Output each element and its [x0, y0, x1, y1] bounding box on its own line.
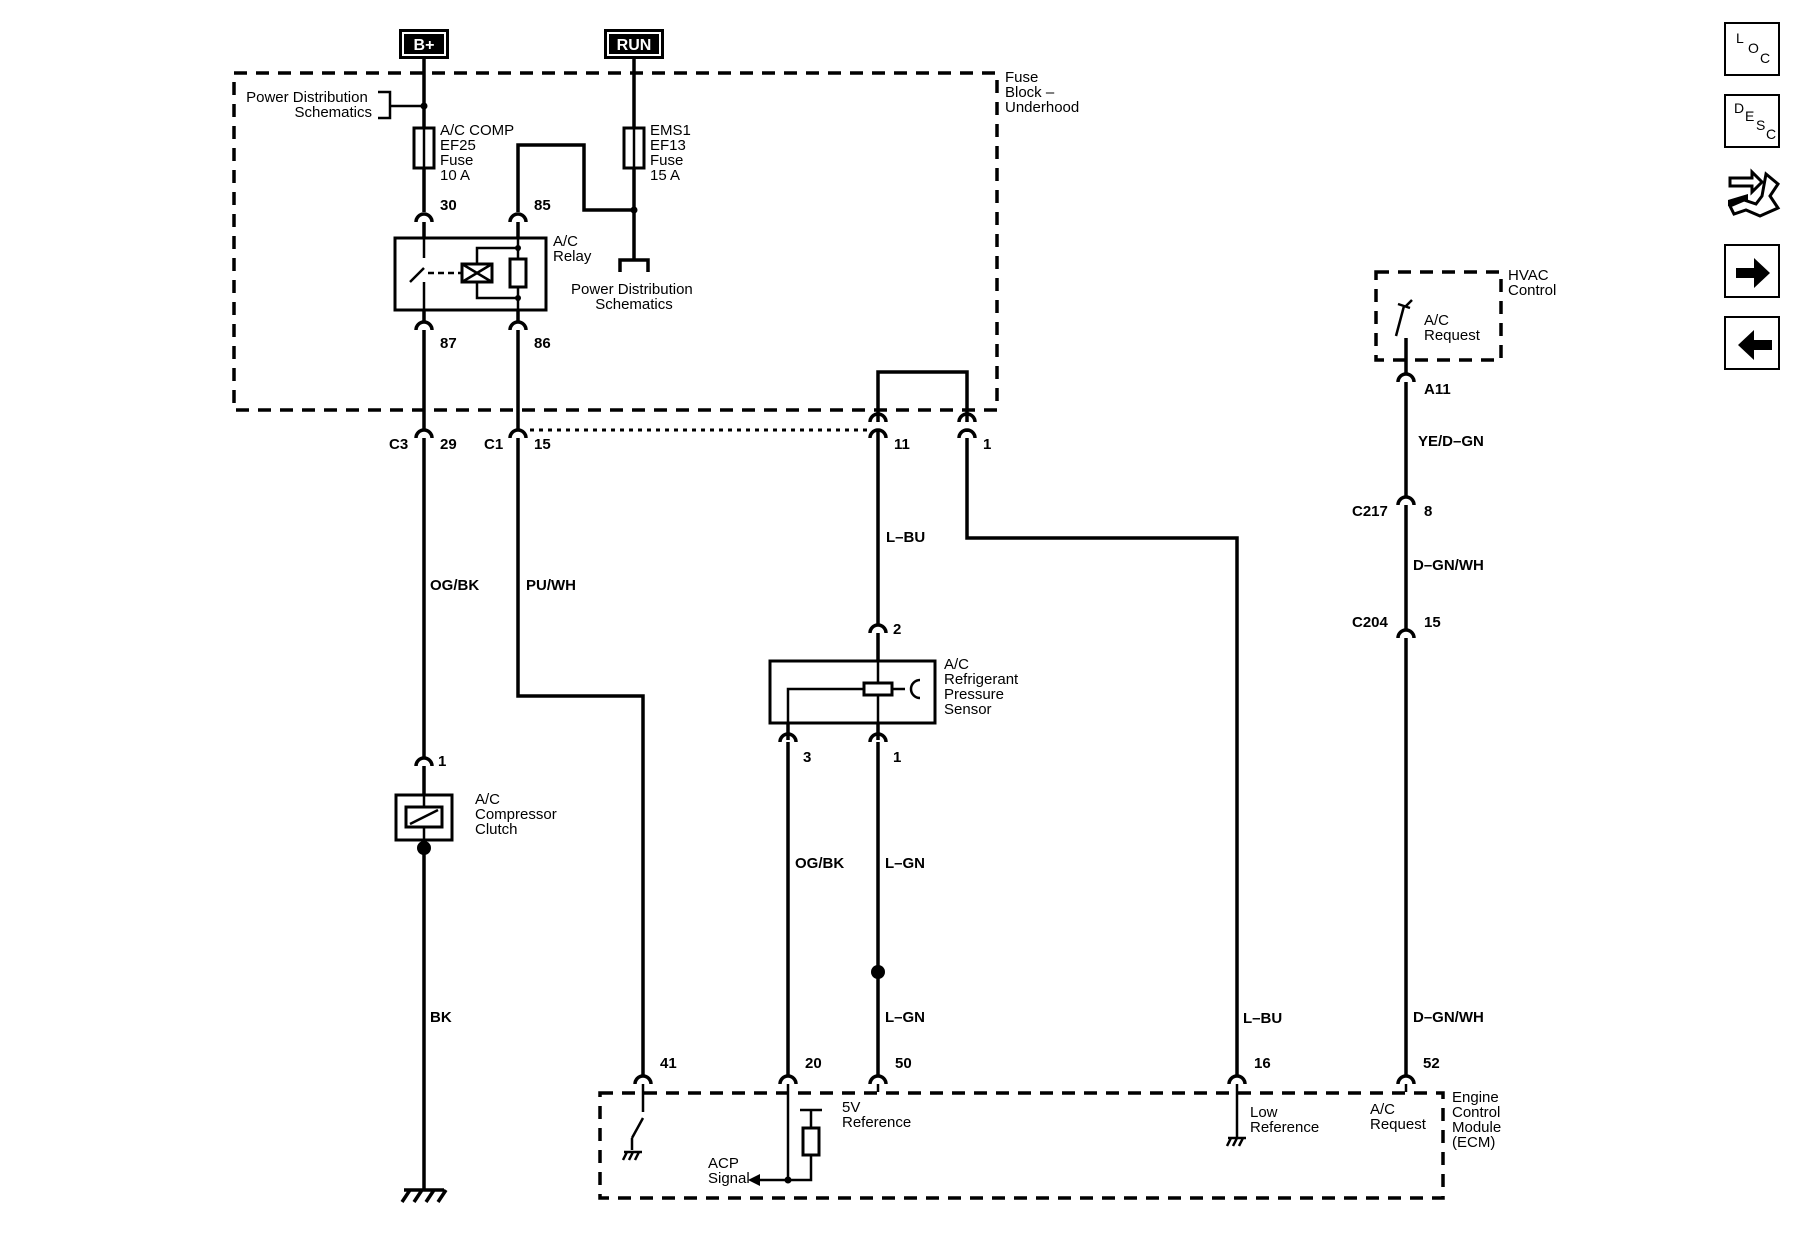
ecm-pin-16-label: 16: [1254, 1055, 1271, 1072]
previous-page-button[interactable]: [1724, 316, 1780, 370]
wire-ogbk-2: OG/BK: [795, 855, 844, 872]
c217-label: C217: [1352, 503, 1388, 520]
c204-pin-label: 15: [1424, 614, 1441, 631]
connector-tools-button[interactable]: [1722, 166, 1784, 224]
c217-pin-label: 8: [1424, 503, 1432, 520]
hvac-control-outline: [1374, 270, 1503, 362]
ecm-low-reference-label: Low Reference: [1250, 1104, 1319, 1136]
c1-pin-label: 15: [534, 436, 551, 453]
relay-pin-86: [508, 320, 528, 331]
desc-letter-c: C: [1766, 126, 1777, 142]
ecm-label: Engine Control Module (ECM): [1452, 1089, 1505, 1151]
description-view-button[interactable]: D E S C: [1724, 94, 1780, 148]
sensor-pin-3-label: 3: [803, 749, 811, 766]
next-page-button[interactable]: [1724, 244, 1780, 298]
hvac-control-label: HVAC Control: [1508, 267, 1556, 299]
relay-pin-87: [414, 320, 434, 331]
relay-pin-85-label: 85: [534, 197, 551, 214]
loc-letter-o: O: [1748, 40, 1759, 56]
ecm-outline: [598, 1091, 1445, 1200]
relay-pin-87-label: 87: [440, 335, 457, 352]
loc-letter-l: L: [1736, 30, 1744, 46]
ac-request-switch: [1394, 299, 1413, 337]
fb-pin-1-label: 1: [983, 436, 991, 453]
ecm-5v-reference-label: 5V Reference: [842, 1099, 911, 1131]
ac-relay-label: A/C Relay: [553, 233, 592, 265]
svg-text:RUN: RUN: [617, 37, 652, 54]
relay-pin-86-label: 86: [534, 335, 551, 352]
pds-label-left: Power Distribution Schematics: [246, 89, 372, 121]
location-view-button[interactable]: L O C: [1724, 22, 1780, 76]
loc-letter-c: C: [1760, 50, 1771, 66]
c1-label: C1: [484, 436, 503, 453]
relay-switch: [409, 267, 425, 283]
ac-refrigerant-pressure-sensor: [768, 659, 937, 725]
wire-lbu-2: L–BU: [1243, 1010, 1282, 1027]
ground-icon: [400, 1188, 448, 1203]
wire-bk: BK: [430, 1009, 452, 1026]
ac-comp-fuse-label: A/C COMP EF25 Fuse 10 A: [440, 122, 518, 184]
svg-text:B+: B+: [414, 37, 435, 54]
ecm-pin-20-label: 20: [805, 1055, 822, 1072]
wire-puwh: PU/WH: [526, 577, 576, 594]
relay-pin-30-label: 30: [440, 197, 457, 214]
pds-ground-symbol: [618, 258, 650, 272]
ecm-pin-50-label: 50: [895, 1055, 912, 1072]
sensor-pin-1-label: 1: [893, 749, 901, 766]
5v-reference-symbol: [800, 1108, 822, 1128]
a11-label: A11: [1424, 381, 1451, 398]
ecm-pin-41-label: 41: [660, 1055, 677, 1072]
relay-resistor: [508, 257, 528, 289]
splice: [871, 965, 885, 979]
pullup-resistor: [801, 1126, 821, 1157]
pds-label-center: Power Distribution Schematics: [571, 281, 697, 313]
c204-label: C204: [1352, 614, 1389, 631]
fuse-block-outline: [232, 71, 999, 412]
fb-pin-11-label: 11: [894, 436, 910, 453]
ems1-fuse-label: EMS1 EF13 Fuse 15 A: [650, 122, 695, 184]
wire-yedgn: YE/D–GN: [1418, 433, 1484, 450]
desc-letter-d: D: [1734, 100, 1745, 116]
wire-lgn-2: L–GN: [885, 1009, 925, 1026]
relay-pin-30: [414, 212, 434, 223]
pds-bracket-left: [378, 90, 424, 120]
c3-pin-label: 29: [440, 436, 457, 453]
wire-dgnwh-1: D–GN/WH: [1413, 557, 1484, 574]
arrow-right-icon: [1736, 258, 1770, 288]
connector-tools-icon: [1727, 168, 1781, 218]
ground-icon: [1225, 1136, 1246, 1147]
desc-letter-s: S: [1756, 117, 1766, 133]
relay-pin-85: [508, 212, 528, 223]
desc-letter-e: E: [1745, 108, 1755, 124]
ecm-internal-switch: [630, 1084, 645, 1150]
wiring-schematic: B+ RUN Fuse Block – Underhood Power Dist…: [232, 29, 1556, 1203]
ecm-ac-request-label: A/C Request: [1370, 1101, 1427, 1133]
arrow-left-icon: [1738, 330, 1772, 360]
wire-ogbk-1: OG/BK: [430, 577, 479, 594]
ac-compressor-clutch-label: A/C Compressor Clutch: [475, 791, 561, 838]
ecm-acp-signal-label: ACP Signal: [708, 1155, 750, 1187]
ac-refrigerant-pressure-sensor-label: A/C Refrigerant Pressure Sensor: [944, 656, 1022, 718]
c3-label: C3: [389, 436, 408, 453]
ecm-pin-52-label: 52: [1423, 1055, 1440, 1072]
fuse-block-label: Fuse Block – Underhood: [1005, 69, 1079, 116]
wire-lbu-1: L–BU: [886, 529, 925, 546]
b-plus-tag: B+: [399, 29, 449, 59]
wire-lgn-1: L–GN: [885, 855, 925, 872]
ground-icon: [621, 1150, 642, 1161]
ecm-pins: [633, 1055, 1416, 1085]
clutch-pin-1-label: 1: [438, 753, 446, 770]
hvac-ac-request-label: A/C Request: [1424, 312, 1481, 344]
sensor-pin-2-label: 2: [893, 621, 901, 638]
wire-dgnwh-2: D–GN/WH: [1413, 1009, 1484, 1026]
run-tag: RUN: [604, 29, 664, 59]
arrow-left-icon: [748, 1174, 760, 1186]
